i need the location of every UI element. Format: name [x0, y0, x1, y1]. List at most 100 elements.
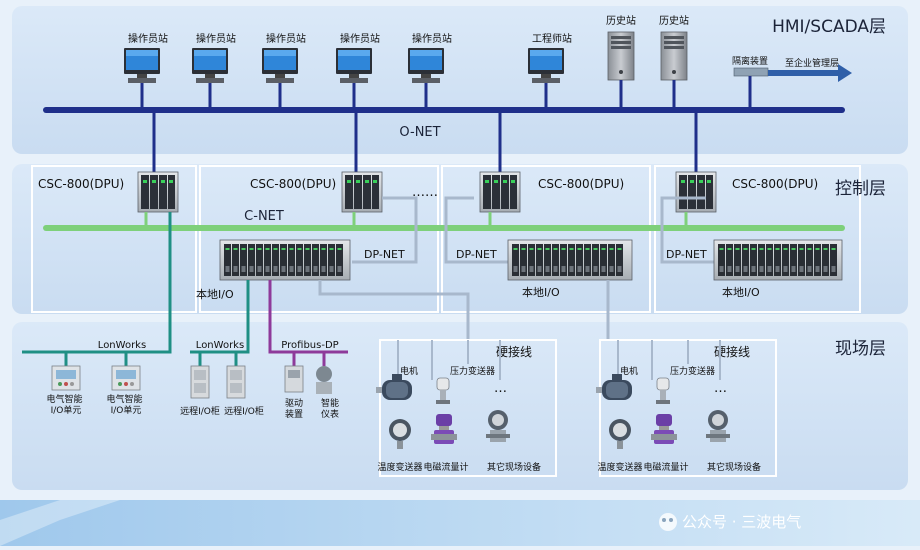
operator-station-5: 操作员站: [408, 32, 452, 83]
operator-station-4: 操作员站: [336, 32, 380, 83]
enterprise-arrow-icon: [768, 64, 852, 82]
hardwire-group-2: 硬接线 电机 压力变送器 … 温度变送器 电磁流量计 其它现场设备: [596, 339, 777, 477]
engineer-station-label: 工程师站: [532, 32, 572, 45]
dpu-1: CSC-800(DPU): [38, 171, 179, 213]
hardwire-group-1: 硬接线 电机 压力变送器 … 温度变送器 电磁流量计 其它现场设备: [376, 339, 557, 477]
operator-station-2: 操作员站: [192, 32, 236, 83]
dpu-label: CSC-800(DPU): [538, 177, 624, 191]
remote-io-label: 远程I/O柜: [180, 405, 220, 417]
dpu-4: CSC-800(DPU): [675, 171, 818, 213]
elec-io-label-text: 电气智能: [47, 393, 83, 405]
history-station-label: 历史站: [606, 14, 636, 27]
operator-station-label: 操作员站: [340, 32, 380, 45]
motor-label: 电机: [400, 365, 418, 377]
drive-device: 驱动装置: [284, 365, 304, 420]
local-io-label: 本地I/O: [722, 285, 760, 299]
dpnet-label: DP-NET: [666, 248, 707, 261]
elec-io-label: 电气智能 I/O单元: [107, 393, 146, 416]
lonworks-bus-1: [22, 212, 172, 366]
local-io-4: DP-NET 本地I/O: [666, 239, 843, 299]
elec-io-label-text-line2: I/O单元: [111, 404, 142, 416]
pressure-label: 压力变送器: [670, 365, 715, 377]
history-station-1: 历史站: [606, 14, 636, 81]
watermark-text: 公众号 · 三波电气: [682, 513, 801, 531]
elec-io-label-text: 电气智能: [107, 393, 143, 405]
hmi-drops: [140, 76, 752, 109]
pressure-label: 压力变送器: [450, 365, 495, 377]
dpu-label: CSC-800(DPU): [732, 177, 818, 191]
dpu-2: CSC-800(DPU): [250, 171, 383, 213]
elec-io-label: 电气智能 I/O单元: [47, 393, 86, 416]
operator-station-1: 操作员站: [124, 32, 168, 83]
dpnet-links: [352, 196, 714, 264]
instrument-label: 智能仪表: [321, 397, 339, 420]
instrument-label-line1: 智能: [321, 397, 339, 409]
smart-instrument: 智能仪表: [316, 366, 339, 420]
local-io-3: DP-NET 本地I/O: [456, 239, 633, 299]
isolation-device: 隔离装置: [732, 55, 769, 77]
hardwire-links: [318, 280, 610, 340]
other-device-label: 其它现场设备: [707, 461, 761, 473]
dpu-ellipsis: ……: [412, 185, 438, 200]
history-station-2: 历史站: [659, 14, 689, 81]
lonworks-bus-2: [190, 280, 250, 366]
isolation-box: [733, 67, 769, 77]
watermark: 公众号 · 三波电气: [659, 513, 801, 531]
local-io-label: 本地I/O: [522, 285, 560, 299]
layer-title-field: 现场层: [835, 339, 886, 359]
engineer-station: 工程师站: [528, 32, 572, 83]
local-io-2: DP-NET 本地I/O: [196, 239, 405, 301]
dots-label: …: [494, 381, 507, 396]
control-panel-1: [31, 165, 197, 313]
layer-title-control: 控制层: [835, 179, 886, 199]
profibus-bus: [268, 280, 348, 366]
lonworks-label-1: LonWorks: [98, 340, 146, 351]
elec-io-label-text-line2: I/O单元: [51, 404, 82, 416]
operator-station-label: 操作员站: [128, 32, 168, 45]
onet-label: O-NET: [399, 125, 440, 140]
flowmeter-label: 电磁流量计: [643, 461, 688, 473]
elec-io-unit-2: 电气智能 I/O单元: [107, 365, 146, 416]
control-panel-3: [441, 165, 651, 313]
hardwire-label: 硬接线: [714, 344, 750, 359]
lonworks-label-2: LonWorks: [196, 340, 244, 351]
control-panel-2: [199, 165, 439, 313]
operator-station-label: 操作员站: [412, 32, 452, 45]
cnet-label: C-NET: [244, 209, 284, 224]
dots-label: …: [714, 381, 727, 396]
bottom-ribbon: [0, 500, 920, 546]
drive-label-line1: 驱动: [285, 398, 303, 409]
profibus-label: Profibus-DP: [281, 340, 338, 351]
remote-io-label: 远程I/O柜: [224, 405, 264, 417]
motor-label: 电机: [620, 365, 638, 377]
temperature-label: 温度变送器: [377, 461, 422, 473]
dpnet-label: DP-NET: [364, 248, 405, 261]
remote-io-cabinet-2: 远程I/O柜: [224, 365, 264, 417]
onet-drops: [152, 110, 698, 172]
drive-label: 驱动装置: [285, 398, 303, 420]
flowmeter-label: 电磁流量计: [423, 461, 468, 473]
ribbon-stripe: [0, 500, 120, 546]
dpu-label: CSC-800(DPU): [250, 177, 336, 191]
enterprise-link: 至企业管理层: [768, 57, 852, 82]
instrument-label-line2: 仪表: [321, 408, 339, 420]
dpnet-label: DP-NET: [456, 248, 497, 261]
operator-station-3: 操作员站: [262, 32, 306, 83]
elec-io-unit-1: 电气智能 I/O单元: [47, 365, 86, 416]
other-device-label: 其它现场设备: [487, 461, 541, 473]
local-io-label: 本地I/O: [196, 287, 234, 301]
remote-io-cabinet-1: 远程I/O柜: [180, 365, 220, 417]
layer-title-hmi: HMI/SCADA层: [772, 17, 886, 37]
dpu-label: CSC-800(DPU): [38, 177, 124, 191]
enterprise-link-label: 至企业管理层: [785, 57, 839, 69]
drive-body: [284, 365, 304, 393]
control-panel-4: [654, 165, 861, 313]
operator-station-label: 操作员站: [266, 32, 306, 45]
isolation-device-label: 隔离装置: [732, 55, 768, 67]
hardwire-label: 硬接线: [496, 344, 532, 359]
temperature-label: 温度变送器: [597, 461, 642, 473]
drive-label-line2: 装置: [285, 408, 303, 420]
operator-station-label: 操作员站: [196, 32, 236, 45]
